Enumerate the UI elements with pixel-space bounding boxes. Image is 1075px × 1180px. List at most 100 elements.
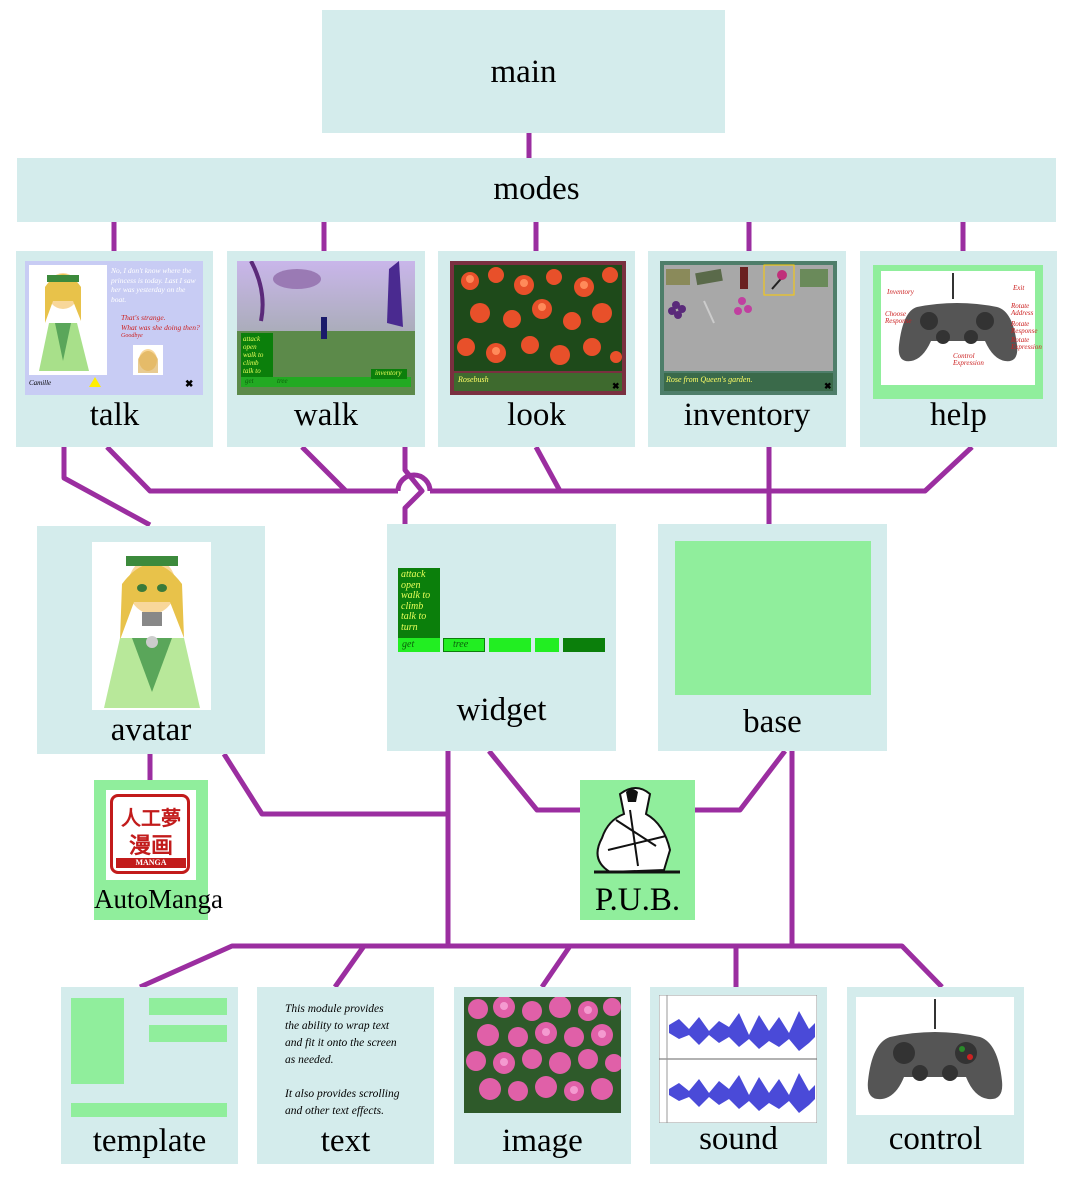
widget-bar-slot-5[interactable] xyxy=(563,638,605,652)
sound-box: sound xyxy=(650,987,827,1164)
walk-verb-attack[interactable]: attack xyxy=(243,335,261,343)
pub-box: P.U.B. xyxy=(580,780,695,920)
walk-label: walk xyxy=(293,397,359,433)
connector-walk-widget xyxy=(402,447,425,524)
widget-label: widget xyxy=(456,692,547,728)
walk-verb-open[interactable]: open xyxy=(243,343,257,351)
main-label: main xyxy=(490,54,557,90)
connector-bottom-bus xyxy=(138,943,944,990)
look-caption: Rosebush xyxy=(458,375,489,384)
look-rosebush-art: ✖ xyxy=(450,261,626,395)
widget-verb-turn[interactable]: turn xyxy=(401,621,418,633)
talk-speaker: Camille xyxy=(29,379,52,387)
help-note-exit: Exit xyxy=(1013,284,1025,292)
automanga-seal-frame xyxy=(110,794,190,874)
text-module-description: This module provides the ability to wrap… xyxy=(285,1003,400,1117)
inventory-label: inventory xyxy=(683,397,811,433)
walk-verb-climb[interactable]: climb xyxy=(243,359,259,367)
walk-inventory-button[interactable]: inventory xyxy=(375,369,402,377)
widget-bar-tree[interactable] xyxy=(443,638,485,652)
help-note-control-expression: Control Expression xyxy=(953,352,984,367)
widget-verb-open[interactable]: open xyxy=(401,579,421,591)
control-label: control xyxy=(888,1121,983,1157)
automanga-box: 人工夢 漫画 MANGA AutoManga xyxy=(94,780,223,920)
connector-avatar-stem xyxy=(221,752,448,817)
avatar-label: avatar xyxy=(110,712,192,748)
widget-bar-slot-3[interactable] xyxy=(489,638,531,652)
inventory-box: ✖ Rose from Queen's garden. inventory xyxy=(648,251,846,447)
talk-scene-art: ✖ xyxy=(25,261,203,395)
avatar-image xyxy=(92,542,211,710)
svg-text:✖: ✖ xyxy=(824,381,832,391)
walk-box: attack open walk to climb talk to get tr… xyxy=(227,251,425,447)
pub-label: P.U.B. xyxy=(594,882,681,918)
widget-verb-list[interactable]: attack open walk to climb talk to turn xyxy=(401,569,431,633)
pub-logo-art xyxy=(594,787,680,874)
sound-label: sound xyxy=(699,1121,778,1157)
help-note-choose-response: Choose Response xyxy=(885,310,912,325)
help-note-inventory: Inventory xyxy=(887,288,914,296)
inventory-caption: Rose from Queen's garden. xyxy=(666,375,753,384)
help-note-rotate-expression: Rotate Expression xyxy=(1011,336,1042,351)
walk-bar-tree[interactable]: tree xyxy=(277,377,288,385)
talk-option-1[interactable]: That's strange. xyxy=(121,313,166,322)
help-screenshot: Inventory Choose Response Exit Rotate Ad… xyxy=(873,265,1043,399)
automanga-seal-band-text: MANGA xyxy=(135,858,167,867)
avatar-box: avatar xyxy=(37,526,265,754)
inventory-screenshot: ✖ Rose from Queen's garden. xyxy=(660,261,837,395)
control-gamepad-art xyxy=(856,997,1014,1115)
talk-label: talk xyxy=(89,397,140,433)
walk-verb-walk-to[interactable]: walk to xyxy=(243,351,264,359)
widget-box: attack open walk to climb talk to turn g… xyxy=(387,524,616,751)
talk-box: ✖ No, I don't know where the princess is… xyxy=(16,251,213,447)
widget-bar-get-label: get xyxy=(402,639,415,650)
walk-screenshot: attack open walk to climb talk to get tr… xyxy=(237,261,415,395)
talk-option-3[interactable]: Goodbye xyxy=(121,333,143,339)
help-note-rotate-address: Rotate Address xyxy=(1011,302,1034,317)
control-box: control xyxy=(847,987,1024,1164)
help-box: Inventory Choose Response Exit Rotate Ad… xyxy=(860,251,1057,447)
template-block-left xyxy=(71,998,124,1084)
image-box: image xyxy=(454,987,631,1164)
widget-verb-talk-to[interactable]: talk to xyxy=(401,611,427,622)
template-box: template xyxy=(61,987,238,1164)
widget-verb-walk-to[interactable]: walk to xyxy=(401,590,431,601)
look-label: look xyxy=(507,397,566,433)
image-roses-art xyxy=(464,997,621,1113)
main-box: main xyxy=(322,10,725,133)
widget-bar-slot-4[interactable] xyxy=(535,638,559,652)
walk-verb-menu[interactable]: attack open walk to climb talk to xyxy=(243,335,263,375)
talk-screenshot: ✖ No, I don't know where the princess is… xyxy=(25,261,203,395)
automanga-seal-band xyxy=(116,858,186,868)
template-block-top-right xyxy=(149,998,227,1015)
widget-verb-attack[interactable]: attack xyxy=(401,569,426,580)
connector-widget-pub xyxy=(487,749,580,813)
automanga-seal: 人工夢 漫画 MANGA xyxy=(106,790,196,880)
base-box: base xyxy=(658,524,887,751)
svg-text:✖: ✖ xyxy=(612,381,620,391)
widget-verb-menu xyxy=(398,568,440,638)
image-label: image xyxy=(502,1123,583,1159)
template-label: template xyxy=(92,1123,207,1159)
text-box: This module provides the ability to wrap… xyxy=(257,987,434,1164)
inventory-items-art: ✖ xyxy=(660,261,837,395)
look-screenshot: ✖ Rosebush xyxy=(450,261,626,395)
talk-option-2[interactable]: What was she doing then? xyxy=(121,323,200,332)
widget-verb-climb[interactable]: climb xyxy=(401,600,424,612)
modes-box: modes xyxy=(17,158,1056,222)
walk-verb-talk-to[interactable]: talk to xyxy=(243,367,261,375)
text-label: text xyxy=(320,1123,371,1159)
base-placeholder xyxy=(675,541,871,695)
talk-dialogue: No, I don't know where the princess is t… xyxy=(111,266,196,304)
widget-bar-get[interactable] xyxy=(398,638,440,652)
help-controller-art xyxy=(881,271,1035,385)
walk-scene-art xyxy=(237,261,415,395)
connector-base-pub xyxy=(695,749,787,813)
connector-bus xyxy=(105,445,398,494)
sound-waveform-art xyxy=(659,995,817,1123)
walk-bar-get[interactable]: get xyxy=(245,377,254,385)
svg-text:✖: ✖ xyxy=(185,379,193,390)
base-label: base xyxy=(743,704,802,740)
widget-bar-tree-label: tree xyxy=(453,639,469,650)
